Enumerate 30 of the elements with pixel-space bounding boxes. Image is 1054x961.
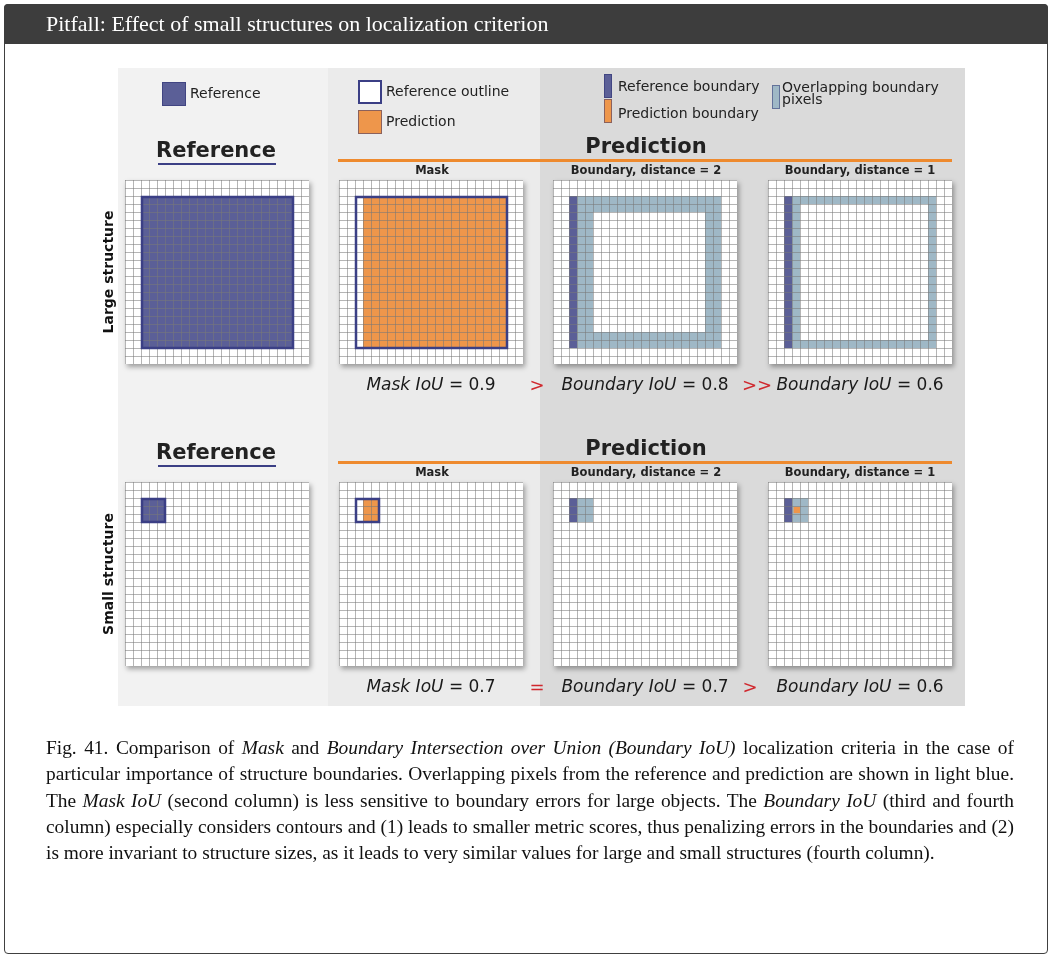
panel-title: Boundary, distance = 1 xyxy=(784,163,936,177)
legend-label: Reference outline xyxy=(386,83,510,99)
legend-label: Reference boundary xyxy=(618,78,760,94)
legend-label: Prediction xyxy=(386,113,456,129)
comparison-sign: >> xyxy=(741,373,773,395)
column-heading: Reference xyxy=(156,138,276,162)
column-heading: Prediction xyxy=(585,134,707,158)
metric-value: Boundary IoU = 0.7 xyxy=(561,676,729,696)
metric-value: Boundary IoU = 0.6 xyxy=(776,374,944,394)
comparison-sign: = xyxy=(529,675,545,697)
row-label: Large structure xyxy=(100,210,116,334)
panel-title: Boundary, distance = 2 xyxy=(570,163,722,177)
legend-label: Prediction boundary xyxy=(618,105,759,121)
row-label: Small structure xyxy=(100,513,116,635)
metric-value: Mask IoU = 0.7 xyxy=(366,676,496,696)
figure-title: Pitfall: Effect of small structures on localization criterion xyxy=(46,11,549,37)
comparison-sign: > xyxy=(742,675,758,697)
panel-title: Mask xyxy=(415,465,449,479)
column-heading: Reference xyxy=(156,440,276,464)
legend-label: Overlapping boundary pixels xyxy=(782,81,940,105)
comparison-sign: > xyxy=(529,373,545,395)
figure-caption: Fig. 41. Comparison of Mask and Boundary Intersection over Union (Boundary IoU) localization criteria in the case of particular importance of structure boundaries. Overlapping pixels from the reference and prediction are shown in light blue. The Mask IoU (second column) is less sensitive to boundary errors for large objects. The Boundary IoU (third and fourth column) especially considers contours and (1) leads to smaller metric scores, thus penalizing errors in the boundaries and (2) is more invariant to structure sizes, as it leads to very similar values for large and small structures (fourth column). xyxy=(46,736,1014,866)
metric-value: Boundary IoU = 0.8 xyxy=(561,374,729,394)
panel-title: Boundary, distance = 2 xyxy=(570,465,722,479)
column-heading: Prediction xyxy=(585,436,707,460)
metric-value: Boundary IoU = 0.6 xyxy=(776,676,944,696)
metric-value: Mask IoU = 0.9 xyxy=(366,374,496,394)
panel-title: Mask xyxy=(415,163,449,177)
legend-label: Reference xyxy=(190,85,261,101)
panel-title: Boundary, distance = 1 xyxy=(784,465,936,479)
